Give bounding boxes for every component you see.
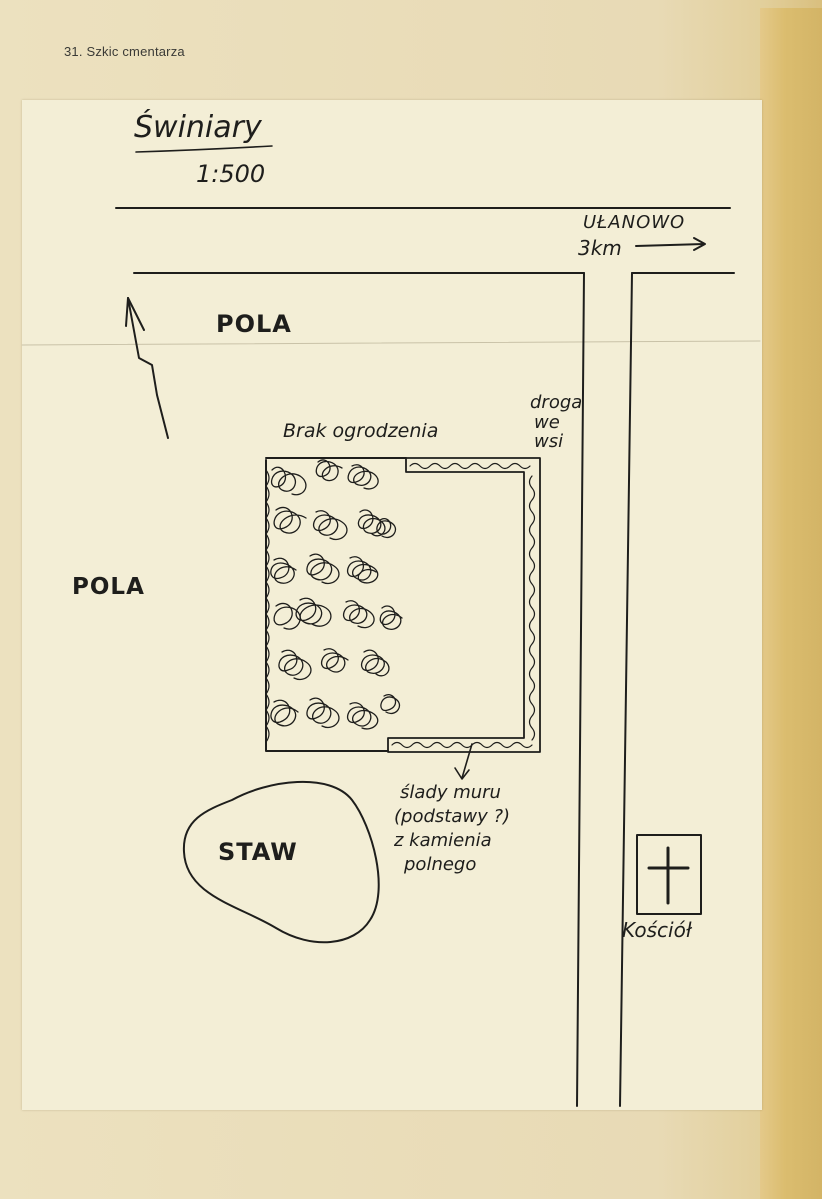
page-edge: [760, 8, 822, 1199]
village-road-label-line1: droga: [530, 392, 583, 413]
village-road-left-edge: [576, 272, 585, 1107]
stone-wall-texture-top: [409, 462, 531, 470]
wall-note-line4: polnego: [404, 854, 477, 875]
north-arrow-icon: [125, 297, 169, 439]
pond-outline: [182, 781, 380, 944]
direction-arrow-icon: [635, 237, 706, 251]
title-underline: [135, 145, 273, 153]
paper-crease: [21, 340, 761, 346]
wall-pointer-arrow-icon: [454, 743, 473, 780]
overgrowth-edge-left: [265, 469, 270, 743]
wall-note-line1: ślady muru: [400, 782, 501, 803]
cemetery-outline: [265, 457, 541, 753]
stone-wall-texture-bottom: [391, 741, 533, 749]
village-road-label-line2: we: [534, 412, 560, 433]
fields-label-left: POLA: [72, 574, 145, 600]
overgrowth-scribbles: [270, 459, 403, 730]
church-label: Kościół: [622, 918, 692, 942]
road-distance-label: 3km: [578, 236, 622, 260]
fields-label-top: POLA: [216, 310, 292, 338]
pond-label: STAW: [218, 838, 298, 866]
wall-note-line2: (podstawy ?): [394, 806, 511, 827]
no-fence-label: Brak ogrodzenia: [283, 420, 439, 442]
village-road-right-edge: [619, 272, 633, 1107]
sketch-sheet: [22, 100, 762, 1110]
village-road-label-line3: wsi: [534, 431, 564, 452]
stone-wall-texture-right: [528, 475, 536, 741]
church-symbol: [636, 834, 702, 915]
cross-icon: [647, 846, 690, 905]
road-destination-label: UŁANOWO: [583, 212, 686, 233]
wall-note-line3: z kamienia: [394, 830, 492, 851]
sketch-title: Świniary: [134, 110, 262, 145]
page-caption: 31. Szkic cmentarza: [64, 44, 185, 59]
sketch-scale: 1:500: [196, 160, 266, 188]
